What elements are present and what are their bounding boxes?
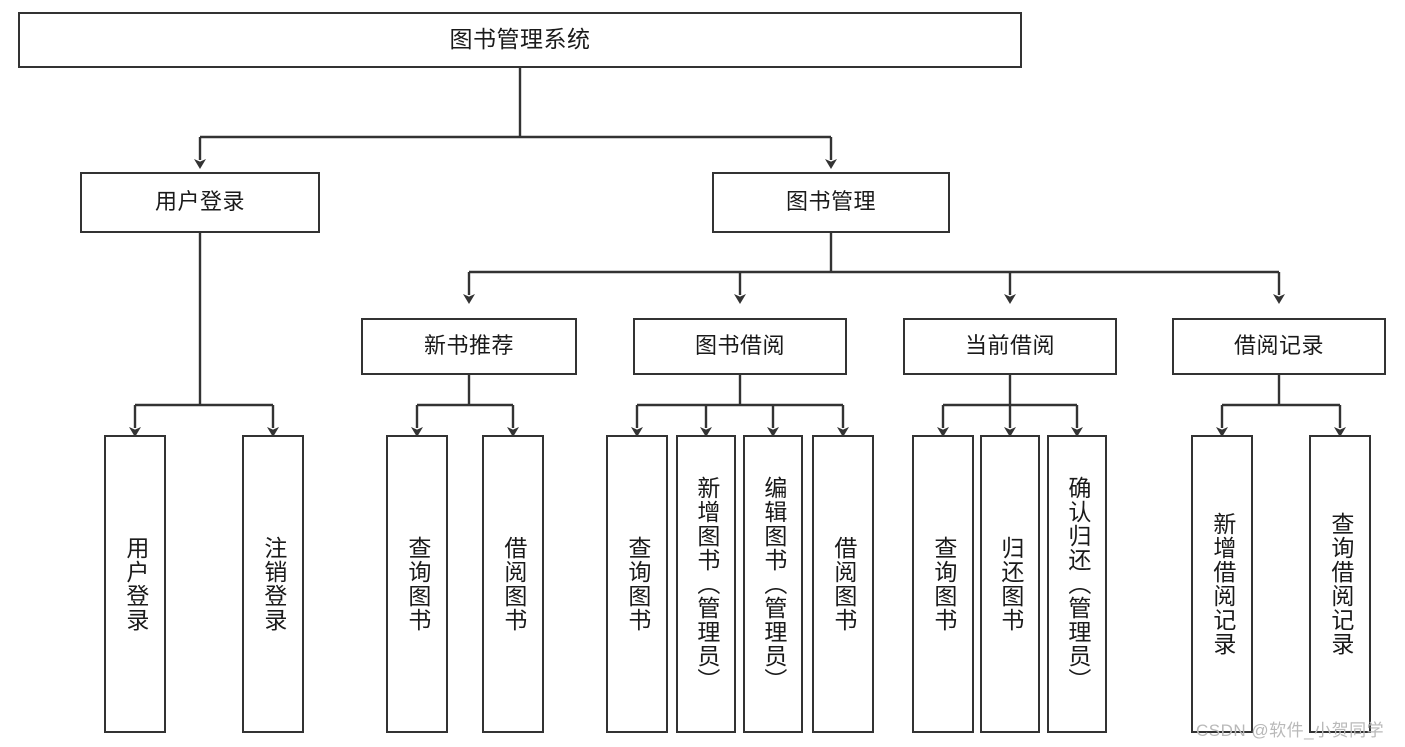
csdn-watermark: CSDN @软件_小贺同学 (1196, 721, 1385, 740)
leaf-borrow-book[interactable]: 借阅图书 (812, 435, 874, 733)
leaf-label: 借阅图书 (830, 536, 857, 632)
leaf-confirm-return-admin[interactable]: 确认归还（管理员） (1047, 435, 1107, 733)
node-label: 图书管理系统 (449, 26, 591, 53)
leaf-label: 查询借阅记录 (1327, 512, 1354, 656)
node-label: 借阅记录 (1233, 333, 1324, 359)
node-current-borrow[interactable]: 当前借阅 (903, 318, 1117, 375)
node-borrow-record[interactable]: 借阅记录 (1172, 318, 1386, 375)
leaf-edit-book-admin[interactable]: 编辑图书（管理员） (743, 435, 803, 733)
leaf-user-login[interactable]: 用户登录 (104, 435, 166, 733)
leaf-label: 新增借阅记录 (1209, 512, 1236, 656)
node-label: 当前借阅 (964, 333, 1055, 359)
node-label: 新书推荐 (423, 333, 514, 359)
leaf-label: 注销登录 (260, 536, 287, 632)
leaf-query-book-recommend[interactable]: 查询图书 (386, 435, 448, 733)
leaf-logout-login[interactable]: 注销登录 (242, 435, 304, 733)
leaf-add-borrow-record[interactable]: 新增借阅记录 (1191, 435, 1253, 733)
leaf-label: 查询图书 (930, 536, 957, 632)
leaf-label: 编辑图书（管理员） (760, 476, 787, 692)
leaf-label: 用户登录 (122, 536, 149, 632)
leaf-query-book-borrow[interactable]: 查询图书 (606, 435, 668, 733)
leaf-label: 查询图书 (404, 536, 431, 632)
leaf-label: 新增图书（管理员） (693, 476, 720, 692)
node-new-book-recommend[interactable]: 新书推荐 (361, 318, 577, 375)
leaf-return-book[interactable]: 归还图书 (980, 435, 1040, 733)
node-label: 用户登录 (154, 189, 245, 215)
node-label: 图书管理 (785, 189, 876, 215)
leaf-label: 确认归还（管理员） (1064, 476, 1091, 692)
leaf-add-book-admin[interactable]: 新增图书（管理员） (676, 435, 736, 733)
leaf-label: 借阅图书 (500, 536, 527, 632)
node-root-system[interactable]: 图书管理系统 (18, 12, 1022, 68)
node-label: 图书借阅 (694, 333, 785, 359)
leaf-query-borrow-record[interactable]: 查询借阅记录 (1309, 435, 1371, 733)
leaf-query-book-current[interactable]: 查询图书 (912, 435, 974, 733)
node-book-borrow[interactable]: 图书借阅 (633, 318, 847, 375)
leaf-label: 归还图书 (997, 536, 1024, 632)
leaf-borrow-book-recommend[interactable]: 借阅图书 (482, 435, 544, 733)
node-user-login[interactable]: 用户登录 (80, 172, 320, 233)
node-book-management[interactable]: 图书管理 (712, 172, 950, 233)
leaf-label: 查询图书 (624, 536, 651, 632)
